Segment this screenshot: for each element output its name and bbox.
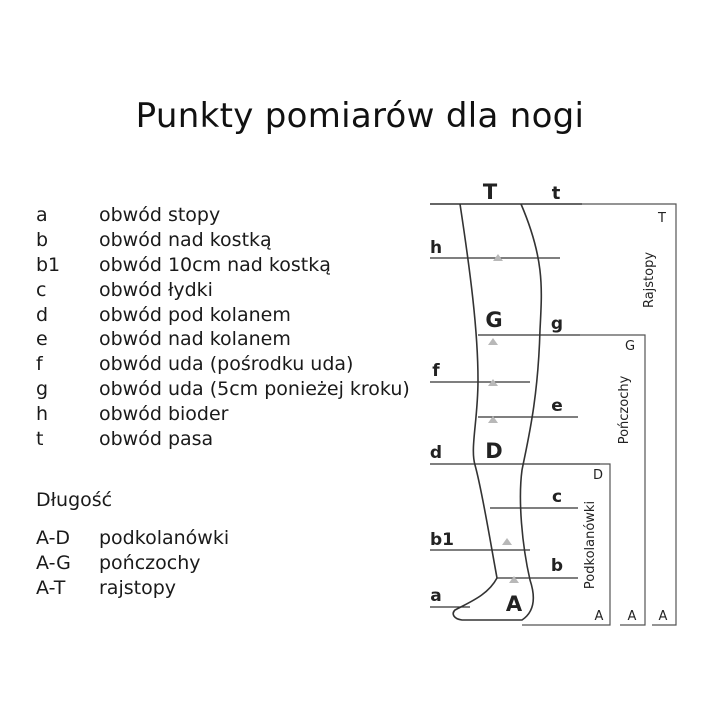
- leg-outline: [452, 203, 543, 621]
- length-key: A-G: [36, 552, 71, 575]
- legend-row-d: d obwód pod kolanem: [36, 302, 416, 327]
- line-a-label: a: [430, 586, 441, 606]
- legend-label: obwód bioder: [99, 402, 229, 425]
- legend-key: h: [36, 402, 49, 425]
- marker-triangle: [493, 254, 503, 261]
- legend-key: a: [36, 204, 48, 227]
- length-label: pończochy: [99, 552, 201, 575]
- legend-row-h: h obwód bioder: [36, 401, 416, 426]
- legend-label: obwód uda (5cm ponieżej kroku): [99, 377, 410, 400]
- marker-triangle: [488, 338, 498, 345]
- legend-label: obwód nad kolanem: [99, 328, 291, 351]
- line-c-label: c: [552, 487, 562, 507]
- bracket-ponczochy-top: G: [625, 339, 635, 354]
- marker-triangle: [509, 576, 519, 583]
- legend-row-b1: b1 obwód 10cm nad kostką: [36, 253, 416, 278]
- legend-row-c: c obwód łydki: [36, 277, 416, 302]
- bracket-podkolanowki-label: Podkolanówki: [583, 501, 598, 589]
- length-heading: Długość: [36, 489, 113, 511]
- legend-label: obwód pod kolanem: [99, 303, 291, 326]
- bracket-ponczochy-label: Pończochy: [617, 375, 632, 444]
- line-h-label: h: [430, 238, 442, 258]
- length-label: rajstopy: [99, 576, 177, 599]
- point-g-label: G: [485, 308, 502, 332]
- length-row-ad: A-D podkolanówki: [36, 526, 229, 551]
- measurement-legend: a obwód stopy b obwód nad kostką b1 obwód 1…: [36, 203, 416, 451]
- length-key: A-T: [36, 576, 66, 599]
- legend-key: d: [36, 303, 49, 326]
- line-b1-label: b1: [430, 530, 454, 550]
- point-a-label: A: [506, 592, 523, 616]
- legend-key: e: [36, 328, 48, 351]
- point-d-label: D: [485, 439, 502, 463]
- legend-label: obwód pasa: [99, 427, 214, 450]
- marker-triangle: [488, 416, 498, 423]
- marker-triangles: [488, 254, 519, 583]
- length-row-at: A-T rajstopy: [36, 576, 229, 601]
- legend-label: obwód stopy: [99, 204, 221, 227]
- legend-key: b1: [36, 253, 61, 276]
- legend-label: obwód 10cm nad kostką: [99, 253, 331, 276]
- legend-row-a: a obwód stopy: [36, 203, 416, 228]
- legend-row-t: t obwód pasa: [36, 426, 416, 451]
- marker-triangle: [502, 538, 512, 545]
- bracket-podkolanowki: [588, 463, 611, 626]
- page-title: Punkty pomiarów dla nogi: [135, 96, 585, 136]
- line-d-label: d: [430, 443, 442, 463]
- bracket-rajstopy: [582, 203, 677, 626]
- marker-triangle: [488, 379, 498, 386]
- bracket-ponczochy-bottom: A: [628, 609, 637, 624]
- legend-label: obwód uda (pośrodku uda): [99, 353, 354, 376]
- length-legend: A-D podkolanówki A-G pończochy A-T rajstopy: [36, 526, 229, 600]
- line-f-label: f: [432, 361, 440, 381]
- length-label: podkolanówki: [99, 527, 230, 550]
- bracket-ponczochy: [580, 334, 646, 626]
- legend-key: t: [36, 427, 44, 450]
- bracket-podkolanowki-top: D: [593, 468, 603, 483]
- legend-key: c: [36, 278, 47, 301]
- legend-label: obwód łydki: [99, 278, 213, 301]
- line-t-label: t: [552, 183, 561, 204]
- bracket-rajstopy-bottom: A: [659, 609, 668, 624]
- bracket-rajstopy-top: T: [657, 211, 666, 226]
- line-e-label: e: [551, 396, 563, 416]
- legend-row-g: g obwód uda (5cm ponieżej kroku): [36, 377, 416, 402]
- legend-key: f: [36, 353, 43, 376]
- legend-row-e: e obwód nad kolanem: [36, 327, 416, 352]
- point-t-label: T: [483, 180, 498, 204]
- bracket-rajstopy-label: Rajstopy: [642, 252, 657, 308]
- legend-key: g: [36, 377, 49, 400]
- legend-key: b: [36, 229, 49, 252]
- legend-row-f: f obwód uda (pośrodku uda): [36, 352, 416, 377]
- bracket-podkolanowki-bottom: A: [595, 609, 604, 624]
- length-row-ag: A-G pończochy: [36, 551, 229, 576]
- length-key: A-D: [36, 527, 71, 550]
- legend-row-b: b obwód nad kostką: [36, 228, 416, 253]
- legend-label: obwód nad kostką: [99, 229, 272, 252]
- line-b-label: b: [551, 556, 563, 576]
- line-g-label: g: [551, 314, 563, 334]
